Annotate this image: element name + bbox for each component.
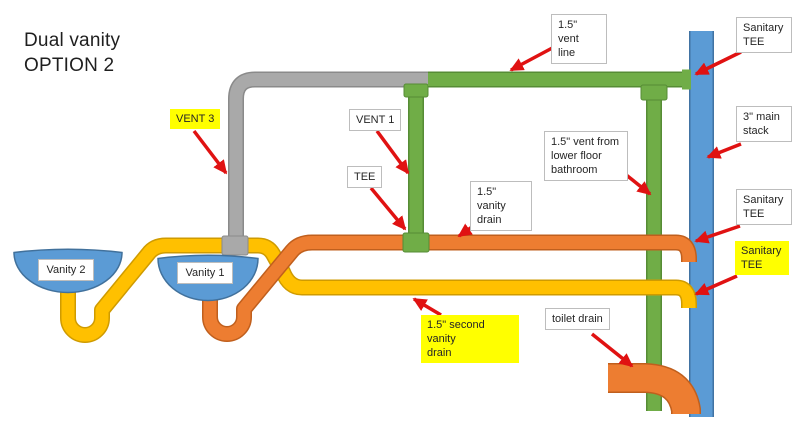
toilet-drain-pipe (608, 364, 700, 424)
sanitary-tee-bottom-arrow (694, 274, 738, 296)
tee-arrow (369, 186, 407, 231)
vent1-top-fitting (403, 83, 429, 98)
vent3-base-fitting (221, 235, 249, 256)
vent1-arrow (375, 129, 410, 175)
vent1-tee-fitting (402, 232, 430, 253)
page-title-line1: Dual vanity (24, 30, 121, 51)
vent3-arrow (192, 129, 228, 175)
label-tee: TEE (347, 166, 383, 188)
label-toilet-drain: toilet drain (545, 308, 610, 330)
label-main-stack: 3" main stack (736, 106, 792, 142)
label-second-vanity-drain: 1.5" second vanity drain (421, 315, 519, 363)
toilet-drain-arrow (590, 332, 634, 368)
label-lower-vent: 1.5" vent from lower floor bathroom (544, 131, 628, 181)
label-vent-line: 1.5" vent line (551, 14, 607, 64)
main-stack-arrow (706, 142, 742, 159)
vent3-pipe (229, 73, 430, 248)
label-sanitary-tee-top: Sanitary TEE (736, 17, 792, 53)
label-sanitary-tee-bottom: Sanitary TEE (735, 241, 789, 275)
label-sanitary-tee-mid: Sanitary TEE (736, 189, 792, 225)
page-title: Dual vanity OPTION 2 (24, 28, 120, 78)
second-vanity-drain-arrow (412, 297, 442, 317)
label-vent1: VENT 1 (349, 109, 402, 131)
second-vanity-drain-pipe (61, 239, 696, 342)
sanitary-tee-top-arrow (694, 50, 742, 76)
page-title-line2: OPTION 2 (24, 55, 115, 76)
label-vanity2: Vanity 2 (38, 259, 94, 281)
label-vanity1: Vanity 1 (177, 262, 233, 284)
lower-vent-tee-fitting (640, 84, 668, 101)
label-vent3: VENT 3 (170, 109, 221, 129)
label-vanity-drain: 1.5" vanity drain (470, 181, 532, 231)
vent-line-arrow (509, 44, 557, 72)
sanitary-tee-mid-arrow (694, 224, 741, 244)
vanity-drain-pipe (203, 236, 696, 341)
